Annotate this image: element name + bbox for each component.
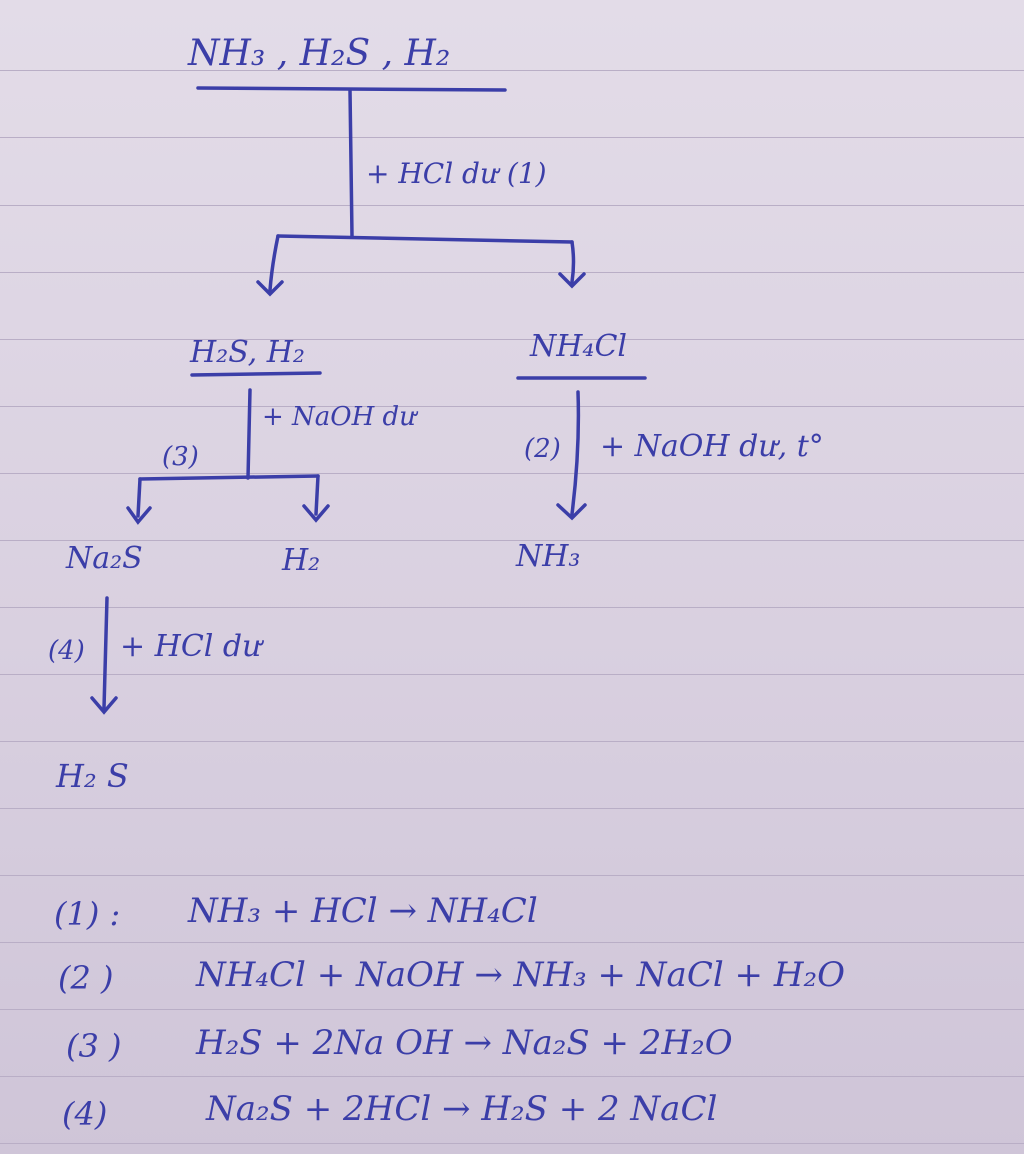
- equation-2: NH₄Cl + NaOH → NH₃ + NaCl + H₂O: [196, 955, 845, 995]
- equation-4-number: (4): [62, 1095, 108, 1133]
- equation-1-number: (1) :: [54, 895, 121, 933]
- equation-2-number: (2 ): [58, 959, 114, 997]
- equation-4: Na₂S + 2HCl → H₂S + 2 NaCl: [206, 1089, 718, 1129]
- right-node: NH₄Cl: [530, 329, 627, 364]
- root-mixture: NH₃ , H₂S , H₂: [188, 33, 451, 74]
- step2-label: (2): [524, 434, 561, 464]
- step3-label: (3): [162, 442, 199, 472]
- equation-1: NH₃ + HCl → NH₄Cl: [188, 891, 538, 931]
- h2-node: H₂: [282, 543, 321, 578]
- left-node: H₂S, H₂: [190, 335, 305, 370]
- step3-reagent: + NaOH dư: [262, 402, 416, 432]
- equation-3-number: (3 ): [66, 1027, 122, 1065]
- step2-reagent: + NaOH dư, t°: [600, 429, 824, 464]
- nh3-node: NH₃: [516, 539, 581, 574]
- h2s-product: H₂ S: [56, 757, 129, 795]
- na2s-node: Na₂S: [66, 541, 143, 576]
- equation-3: H₂S + 2Na OH → Na₂S + 2H₂O: [196, 1023, 733, 1063]
- step4-reagent: + HCl dư: [120, 629, 262, 664]
- step1-reagent: + HCl dư (1): [366, 157, 547, 190]
- step4-label: (4): [48, 636, 85, 666]
